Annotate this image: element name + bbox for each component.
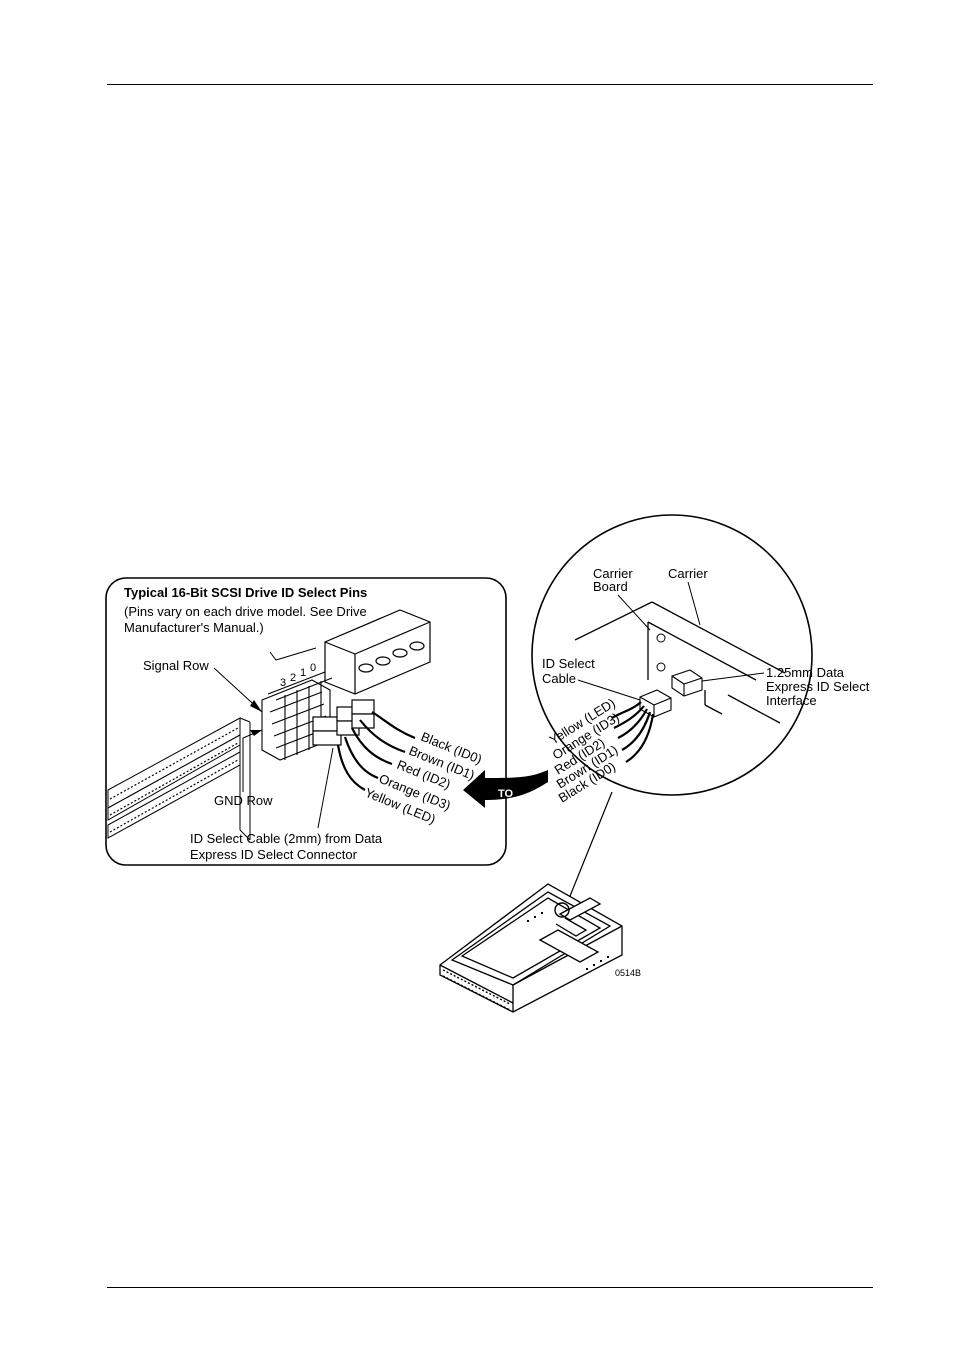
inset-wires xyxy=(336,711,416,791)
carrier-screw-top xyxy=(656,633,666,643)
interface-label-line2: Express ID Select xyxy=(766,679,870,694)
carrier-leader xyxy=(687,581,701,626)
pin-number-1: 1 xyxy=(300,667,306,679)
carrier-screw-bottom xyxy=(656,662,666,672)
cable-connector-blocks xyxy=(312,699,375,746)
pin-detail-inset: Typical 16-Bit SCSI Drive ID Select Pins… xyxy=(105,577,507,866)
bottom-rule xyxy=(107,1287,873,1288)
gnd-row-label: GND Row xyxy=(214,793,273,808)
id-select-cable-label-line2: Cable xyxy=(542,671,576,686)
pin-number-3: 3 xyxy=(280,677,286,689)
drive-carrier xyxy=(439,883,623,1013)
to-arrow: TO xyxy=(463,770,548,808)
interface-label-line3: Interface xyxy=(766,693,817,708)
carrier-label: Carrier xyxy=(668,566,708,581)
drive-carrier-leds xyxy=(527,912,609,970)
top-rule xyxy=(107,84,873,85)
power-connector xyxy=(324,609,431,695)
carrier-board-leader xyxy=(617,594,651,631)
cable-label-line1: ID Select Cable (2mm) from Data xyxy=(190,831,383,846)
magnified-wires xyxy=(611,701,655,763)
carrier-outline xyxy=(574,601,786,724)
carrier-board-label-line1: Carrier xyxy=(593,566,633,581)
pin-number-labels: 3 2 1 0 xyxy=(280,662,316,689)
id-select-cable-label-line1: ID Select xyxy=(542,656,595,671)
pin-number-bracket xyxy=(269,647,317,661)
carrier-board-label-line2: Board xyxy=(593,579,628,594)
magnify-leader xyxy=(565,791,613,907)
cable-label-line2: Express ID Select Connector xyxy=(190,847,358,862)
gnd-row-arrowhead xyxy=(250,730,262,736)
figure-id: 0514B xyxy=(615,968,641,978)
pin-number-0: 0 xyxy=(310,662,316,674)
connector-pin-dots xyxy=(109,727,239,833)
cable-leader xyxy=(317,747,334,829)
inset-note-line2: Manufacturer's Manual.) xyxy=(124,620,264,635)
inset-title: Typical 16-Bit SCSI Drive ID Select Pins xyxy=(124,585,367,600)
drive-carrier-vents xyxy=(442,969,511,1011)
interface-leader xyxy=(701,672,765,682)
signal-row-arrowhead xyxy=(250,700,262,712)
pin-number-2: 2 xyxy=(290,672,296,684)
cable-plug xyxy=(639,689,672,718)
to-arrow-label: TO xyxy=(498,788,514,800)
interface-connector xyxy=(671,669,703,697)
interface-label-line1: 1.25mm Data xyxy=(766,665,845,680)
id-select-cable-leader xyxy=(577,679,641,701)
inset-note-line1: (Pins vary on each drive model. See Driv… xyxy=(124,604,367,619)
signal-row-label: Signal Row xyxy=(143,658,209,673)
magnified-view: Yellow (LED) Orange (ID3) Red (ID2) Brow… xyxy=(531,514,870,806)
